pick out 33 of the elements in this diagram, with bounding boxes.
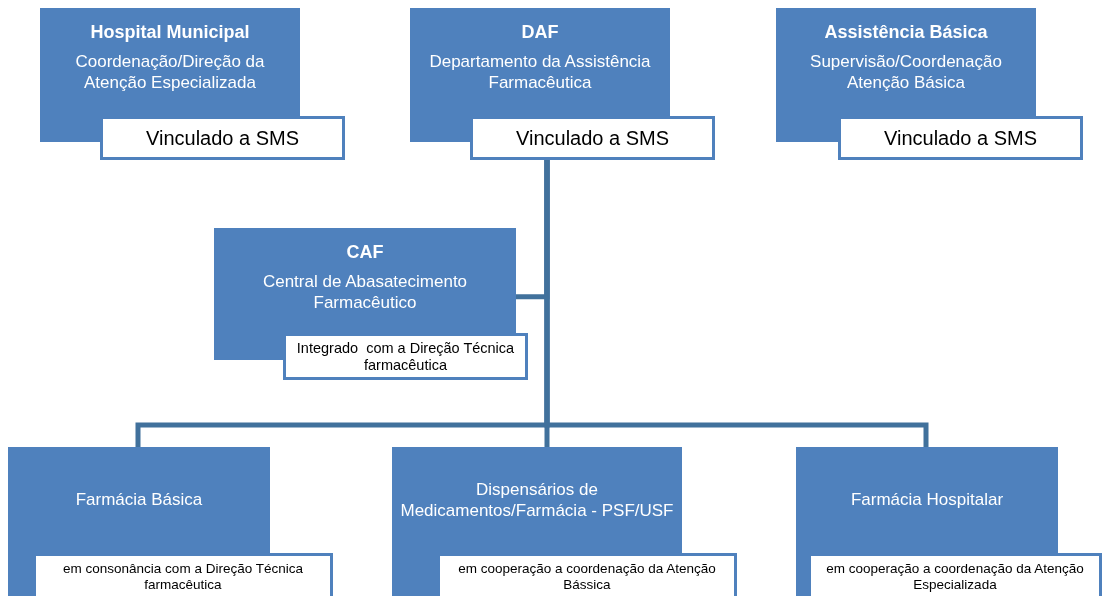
note-box bbox=[283, 333, 528, 380]
box-text: Central de Abasatecimento Farmacêutico bbox=[261, 271, 469, 314]
connector-line bbox=[544, 160, 929, 447]
org-box bbox=[776, 8, 1036, 116]
box-heading: DAF bbox=[521, 22, 559, 43]
box-heading: CAF bbox=[346, 242, 384, 263]
note-text: em cooperação a coordenação da Atenção Especializada bbox=[825, 561, 1085, 593]
note-box bbox=[100, 116, 345, 160]
note-box bbox=[838, 116, 1083, 160]
note-box bbox=[808, 553, 1102, 596]
org-box bbox=[8, 447, 270, 553]
box-text: Supervisão/Coordenação Atenção Básica bbox=[809, 51, 1003, 94]
org-box bbox=[392, 447, 682, 553]
note-box bbox=[33, 553, 333, 596]
box-text: Dispensários de Medicamentos/Farmácia - PSF/USF bbox=[399, 478, 675, 522]
note-text: Integrado com a Direção Técnica farmacêutica bbox=[295, 339, 516, 374]
note-text: Vinculado a SMS bbox=[882, 126, 1039, 150]
org-box bbox=[214, 228, 516, 333]
note-box bbox=[470, 116, 715, 160]
org-box bbox=[410, 8, 670, 116]
note-text: Vinculado a SMS bbox=[514, 126, 671, 150]
note-text: em consonância com a Direção Técnica farmacêutica bbox=[62, 561, 304, 593]
note-box bbox=[437, 553, 737, 596]
box-heading: Assistência Básica bbox=[824, 22, 988, 43]
box-heading: Hospital Municipal bbox=[90, 22, 250, 43]
org-box bbox=[40, 8, 300, 116]
note-text: Vinculado a SMS bbox=[144, 126, 301, 150]
note-text: em cooperação a coordenação da Atenção Bássica bbox=[457, 561, 717, 593]
org-box bbox=[796, 447, 1058, 553]
box-text: Farmácia Hospitalar bbox=[849, 489, 1005, 511]
box-text: Coordenação/Direção da Atenção Especializada bbox=[74, 51, 266, 94]
box-text: Departamento da Assistência Farmacêutica bbox=[428, 51, 652, 94]
box-text: Farmácia Básica bbox=[74, 489, 204, 511]
